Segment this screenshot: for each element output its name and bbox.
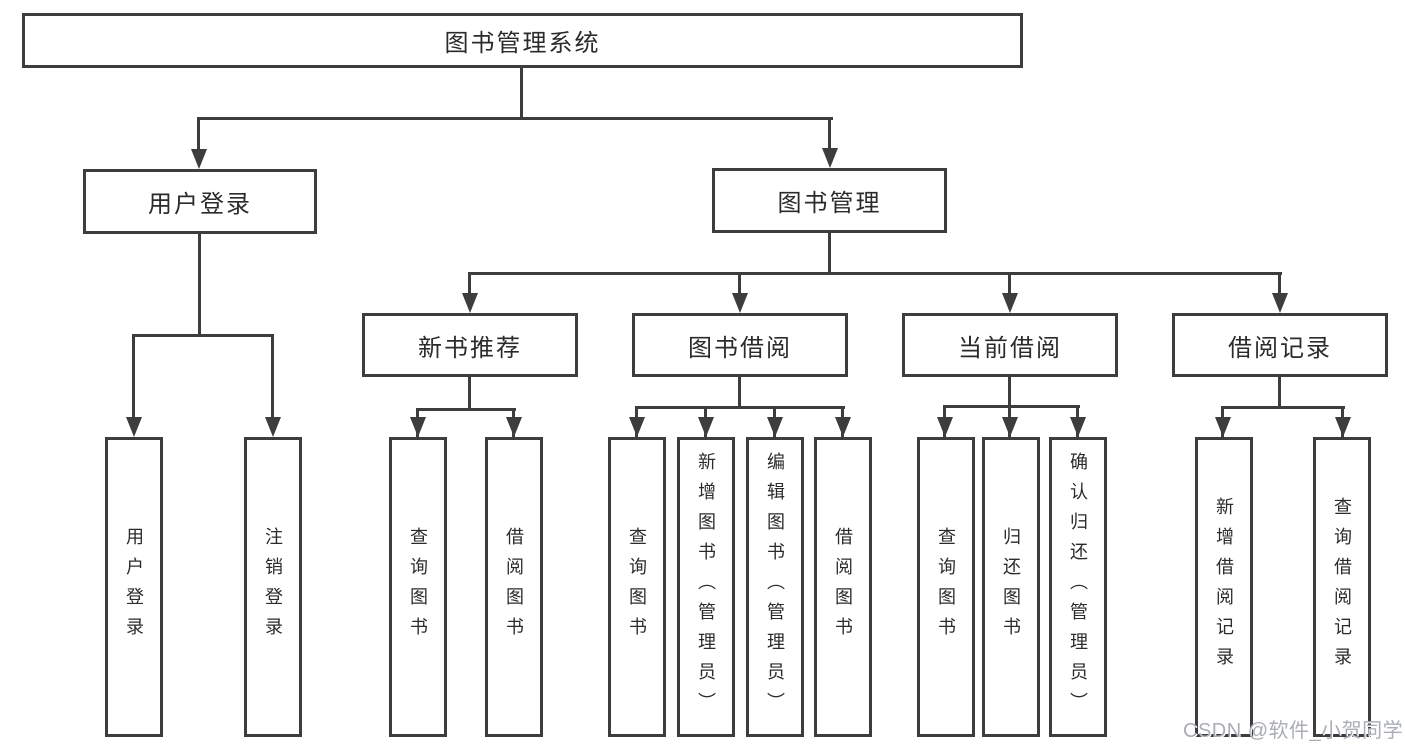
node-root-label: 图书管理系统 [444, 30, 601, 57]
arrow-current-leaf1-icon [937, 417, 953, 437]
arrow-user-leaf2-icon [265, 417, 281, 437]
leaf-borrow-borrow-label: 借阅图书 [833, 527, 853, 647]
leaf-current-confirm: 确认归还（管理员） [1049, 437, 1107, 737]
arrow-newbook-icon [462, 293, 478, 313]
connector-borrow-drop [738, 272, 741, 297]
arrow-borrow-leaf2-icon [698, 417, 714, 437]
leaf-newbook-query: 查询图书 [389, 437, 447, 737]
connector-mgmt-rail [468, 272, 1282, 275]
leaf-borrow-edit: 编辑图书（管理员） [746, 437, 804, 737]
connector-borrow-stem [738, 377, 741, 409]
leaf-borrow-borrow: 借阅图书 [814, 437, 872, 737]
node-book-mgmt: 图书管理 [712, 168, 947, 233]
connector-current-stem [1008, 377, 1011, 408]
arrow-borrow-leaf3-icon [767, 417, 783, 437]
arrow-book-mgmt-icon [822, 148, 838, 168]
node-current-borrow: 当前借阅 [902, 313, 1118, 377]
leaf-borrow-query: 查询图书 [608, 437, 666, 737]
watermark: CSDN @软件_小贺同学 [1183, 720, 1404, 742]
connector-record-stem [1278, 377, 1281, 409]
connector-newbook-drop [468, 272, 471, 297]
arrow-current-icon [1002, 293, 1018, 313]
connector-root-rail [197, 117, 833, 120]
connector-newbook-stem [468, 377, 471, 411]
connector-mgmt-stem [828, 233, 831, 275]
node-borrow-record-label: 借阅记录 [1228, 334, 1332, 362]
connector-current-rail [943, 405, 1080, 408]
arrow-current-leaf2-icon [1002, 417, 1018, 437]
connector-user-stem [198, 234, 201, 336]
connector-book-mgmt-drop [828, 117, 831, 152]
leaf-logout: 注销登录 [244, 437, 302, 737]
leaf-user-login-label: 用户登录 [124, 527, 144, 647]
leaf-borrow-query-label: 查询图书 [627, 527, 647, 647]
connector-user-leaf2-drop [271, 334, 274, 419]
leaf-current-return: 归还图书 [982, 437, 1040, 737]
node-user-login-label: 用户登录 [148, 191, 252, 218]
leaf-record-query-label: 查询借阅记录 [1332, 497, 1352, 677]
connector-user-leaf1-drop [132, 334, 135, 419]
arrow-newbook-leaf2-icon [506, 417, 522, 437]
node-current-borrow-label: 当前借阅 [958, 334, 1062, 362]
node-root: 图书管理系统 [22, 13, 1023, 68]
leaf-current-query-label: 查询图书 [936, 527, 956, 647]
node-new-book-label: 新书推荐 [418, 334, 522, 362]
leaf-record-add-label: 新增借阅记录 [1214, 497, 1234, 677]
node-new-book: 新书推荐 [362, 313, 578, 377]
node-book-mgmt-label: 图书管理 [777, 190, 882, 217]
arrow-borrow-leaf4-icon [835, 417, 851, 437]
arrow-user-leaf1-icon [126, 417, 142, 437]
arrow-borrow-leaf1-icon [629, 417, 645, 437]
leaf-current-query: 查询图书 [917, 437, 975, 737]
node-borrow-record: 借阅记录 [1172, 313, 1388, 377]
connector-user-rail [132, 334, 274, 337]
leaf-logout-label: 注销登录 [263, 527, 283, 647]
arrow-record-leaf1-icon [1215, 417, 1231, 437]
connector-newbook-rail [416, 408, 516, 411]
node-book-borrow: 图书借阅 [632, 313, 848, 377]
connector-current-drop [1008, 272, 1011, 297]
arrow-newbook-leaf1-icon [410, 417, 426, 437]
leaf-record-query: 查询借阅记录 [1313, 437, 1371, 737]
connector-user-login-drop [197, 117, 200, 152]
leaf-current-return-label: 归还图书 [1001, 527, 1021, 647]
leaf-user-login: 用户登录 [105, 437, 163, 737]
node-user-login: 用户登录 [83, 169, 317, 234]
leaf-record-add: 新增借阅记录 [1195, 437, 1253, 737]
connector-borrow-rail [635, 406, 845, 409]
leaf-borrow-add-label: 新增图书（管理员） [696, 452, 716, 722]
connector-root-stem [520, 68, 523, 118]
arrow-record-leaf2-icon [1335, 417, 1351, 437]
leaf-current-confirm-label: 确认归还（管理员） [1068, 452, 1088, 722]
leaf-newbook-borrow-label: 借阅图书 [504, 527, 524, 647]
leaf-newbook-query-label: 查询图书 [408, 527, 428, 647]
arrow-record-icon [1272, 293, 1288, 313]
arrow-user-login-icon [191, 149, 207, 169]
arrow-current-leaf3-icon [1070, 417, 1086, 437]
connector-record-drop [1278, 272, 1281, 297]
leaf-borrow-add: 新增图书（管理员） [677, 437, 735, 737]
node-book-borrow-label: 图书借阅 [688, 334, 792, 362]
arrow-borrow-icon [732, 293, 748, 313]
leaf-borrow-edit-label: 编辑图书（管理员） [765, 452, 785, 722]
leaf-newbook-borrow: 借阅图书 [485, 437, 543, 737]
connector-record-rail [1221, 406, 1345, 409]
